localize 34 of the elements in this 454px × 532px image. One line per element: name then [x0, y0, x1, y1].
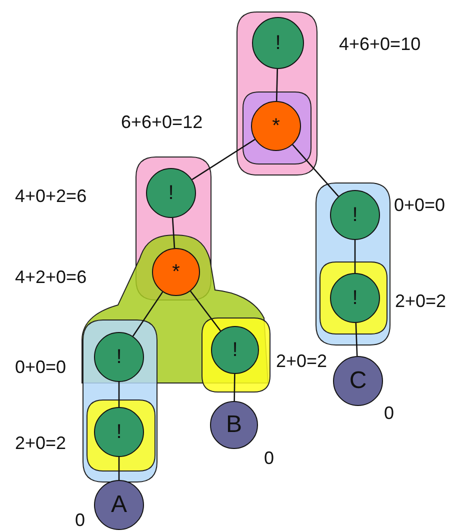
connector-line — [355, 322, 358, 356]
cost-annotation: 0+0=0 — [15, 356, 66, 378]
connector-line — [276, 68, 278, 102]
connector-line — [132, 292, 164, 337]
node-symbol: C — [349, 369, 367, 393]
connector-line — [190, 290, 222, 332]
connector-line — [292, 144, 339, 197]
node-symbol: ! — [116, 347, 122, 367]
cost-annotation: 2+0=2 — [276, 350, 328, 372]
node-symbol: ! — [168, 183, 174, 203]
cost-annotation: 0 — [384, 402, 394, 424]
cost-annotation: 0+0=0 — [394, 194, 446, 216]
connector-line — [118, 457, 120, 480]
node-symbol: * — [172, 262, 180, 282]
node-symbol: ! — [352, 288, 358, 308]
node-symbol: A — [110, 493, 127, 517]
node-symbol: B — [226, 413, 242, 437]
cost-annotation: 0 — [264, 447, 274, 469]
node-symbol: ! — [275, 33, 281, 53]
cost-annotation: 4+2+0=6 — [15, 266, 87, 288]
node-symbol: ! — [116, 422, 122, 442]
cost-annotation: 6+6+0=12 — [121, 111, 203, 133]
node-symbol: ! — [352, 205, 358, 225]
cost-annotation: 4+0+2=6 — [15, 185, 87, 207]
node-symbol: * — [272, 116, 280, 136]
connector-line — [118, 382, 120, 407]
cost-annotation: 4+6+0=10 — [339, 33, 421, 55]
connector-line — [172, 218, 176, 248]
cost-annotation: 2+0=2 — [395, 290, 446, 312]
cost-annotation: 0 — [75, 509, 86, 531]
node-symbol: ! — [232, 340, 238, 360]
cost-annotation: 2+0=2 — [15, 432, 66, 454]
connector-line — [234, 374, 236, 401]
connector-line — [354, 240, 356, 273]
